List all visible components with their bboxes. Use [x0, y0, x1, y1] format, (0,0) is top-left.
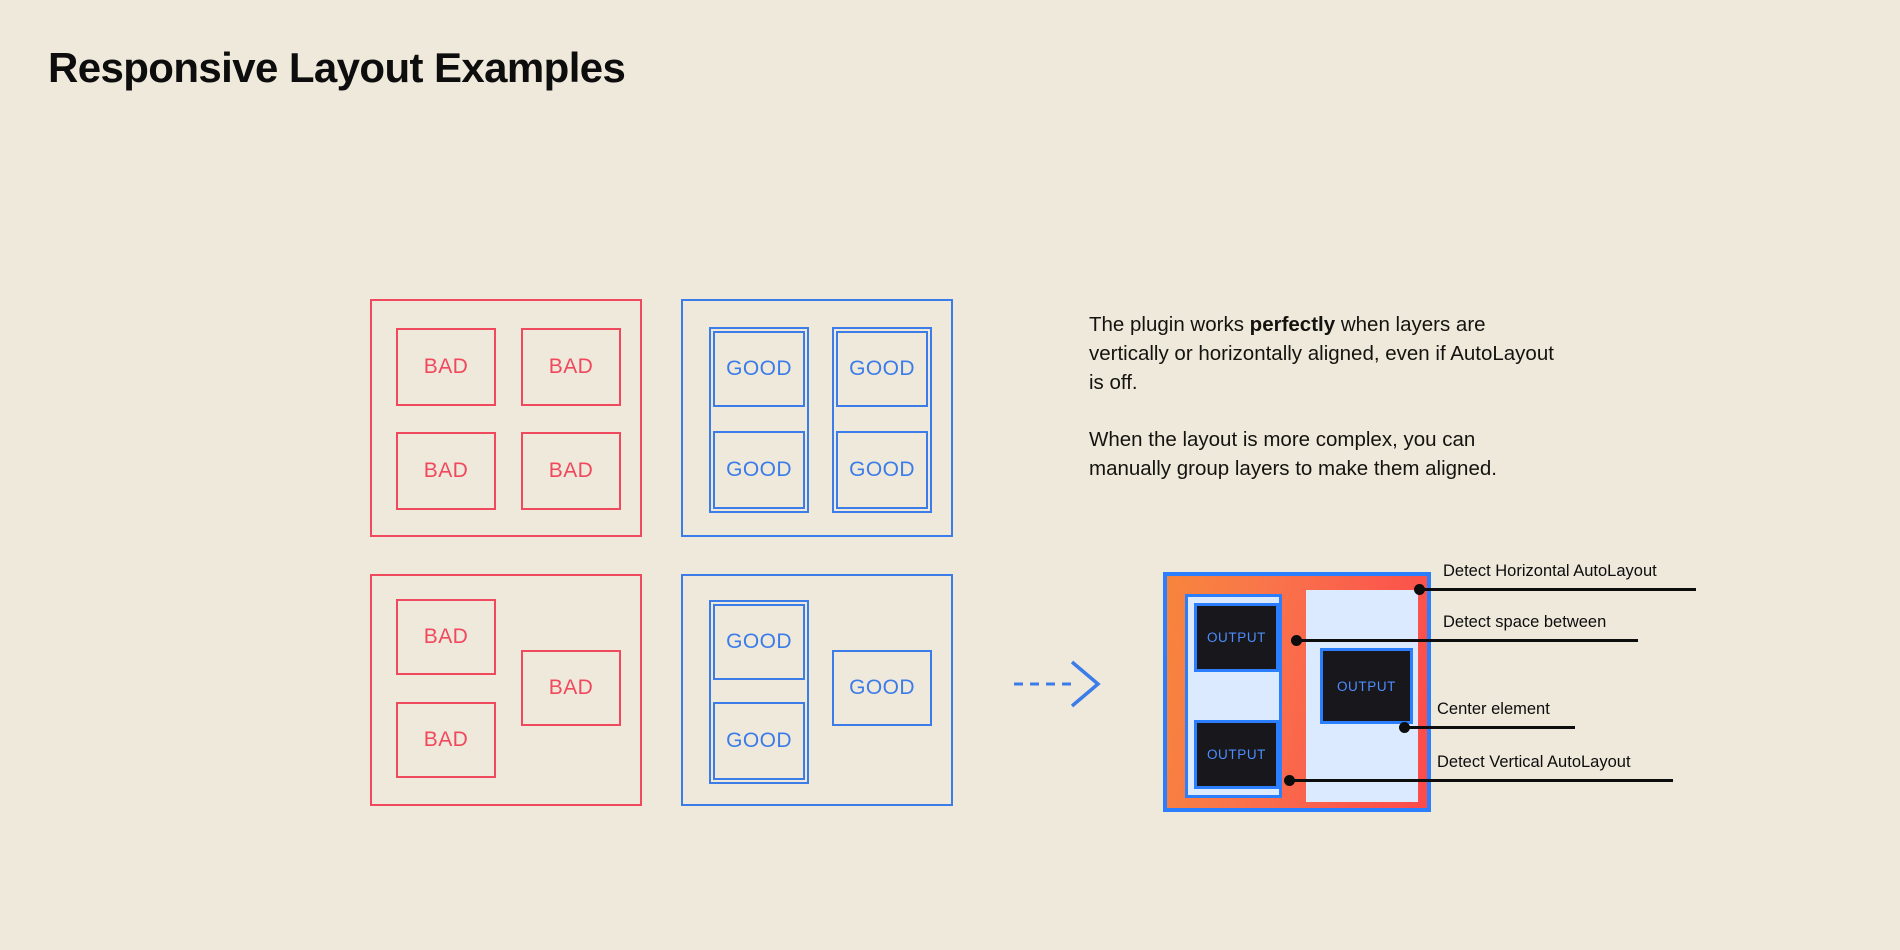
good-cell: GOOD [713, 702, 805, 780]
good-cell: GOOD [836, 331, 928, 407]
annotation-label: Center element [1437, 700, 1550, 718]
right-output-column: OUTPUT [1306, 590, 1418, 802]
good-group-wrapper [832, 327, 932, 513]
annotation-leader-line [1403, 726, 1575, 729]
good-cell: GOOD [713, 331, 805, 407]
good-cell: GOOD [832, 650, 932, 726]
good-cell: GOOD [713, 431, 805, 509]
annotation-leader-line [1418, 588, 1696, 591]
bad-complex-panel: BAD BAD BAD [370, 574, 642, 806]
bad-cell: BAD [396, 599, 496, 675]
description-p1-after: when layers are vertically or horizontal… [1089, 313, 1554, 394]
flow-arrow-icon [1012, 660, 1104, 708]
bad-cell: BAD [521, 432, 621, 510]
annotation-leader-line [1288, 779, 1673, 782]
output-box: OUTPUT [1194, 603, 1279, 672]
bad-cell: BAD [521, 328, 621, 406]
good-group-wrapper [709, 600, 809, 784]
bad-cell: BAD [396, 432, 496, 510]
annotation-label: Detect space between [1443, 613, 1607, 631]
bad-cell: BAD [521, 650, 621, 726]
description-p1-bold: perfectly [1249, 313, 1336, 336]
good-complex-panel: GOOD GOOD GOOD [681, 574, 953, 806]
description-paragraph-2: When the layout is more complex, you can… [1089, 428, 1497, 480]
annotation-label: Detect Vertical AutoLayout [1437, 753, 1631, 771]
annotation-anchor-dot [1284, 775, 1295, 786]
annotation-anchor-dot [1399, 722, 1410, 733]
output-box: OUTPUT [1194, 720, 1279, 789]
good-group-wrapper [709, 327, 809, 513]
result-panel: OUTPUT OUTPUT OUTPUT [1163, 572, 1431, 812]
good-cell: GOOD [836, 431, 928, 509]
good-grid-panel: GOOD GOOD GOOD GOOD [681, 299, 953, 537]
description-text: The plugin works perfectly when layers a… [1089, 310, 1559, 483]
annotation-label: Detect Horizontal AutoLayout [1443, 562, 1657, 580]
description-paragraph-1: The plugin works perfectly when layers a… [1089, 310, 1559, 397]
annotation-anchor-dot [1291, 635, 1302, 646]
description-p1-before: The plugin works [1089, 313, 1250, 336]
page-title: Responsive Layout Examples [48, 44, 626, 91]
annotation-leader-line [1295, 639, 1638, 642]
good-cell: GOOD [713, 604, 805, 680]
bad-cell: BAD [396, 328, 496, 406]
bad-grid-panel: BAD BAD BAD BAD [370, 299, 642, 537]
output-box: OUTPUT [1320, 648, 1413, 724]
left-output-group: OUTPUT OUTPUT [1185, 594, 1282, 798]
annotation-anchor-dot [1414, 584, 1425, 595]
bad-cell: BAD [396, 702, 496, 778]
